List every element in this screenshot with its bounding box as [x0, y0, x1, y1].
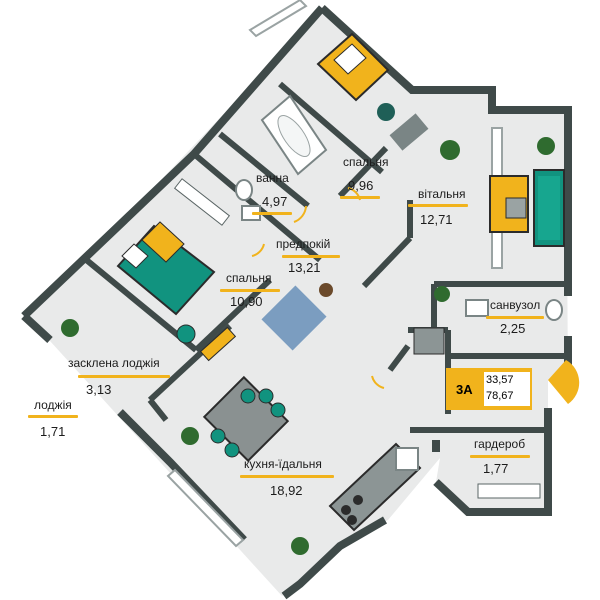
- coffee-table: [505, 197, 527, 219]
- bathtub: [260, 94, 328, 176]
- apartment-total-area: 78,67: [486, 390, 514, 402]
- room-wardrobe-area: 1,77: [483, 461, 509, 476]
- washer: [413, 327, 445, 355]
- underline-toilet: [486, 316, 544, 319]
- room-toilet-name: санвузол: [490, 298, 541, 312]
- underline-hallway: [282, 255, 340, 258]
- underline-kitchen: [240, 475, 334, 478]
- desk-top: [389, 113, 429, 151]
- room-bedroom-main-area: 10,90: [230, 294, 263, 309]
- apartment-number: 3А: [456, 382, 473, 397]
- underline-living: [408, 204, 468, 207]
- room-toilet-area: 2,25: [500, 321, 526, 336]
- dining-chairs: [210, 388, 286, 458]
- apartment-badge: 3А 33,57 78,67: [446, 368, 532, 410]
- room-hallway-area: 13,21: [288, 260, 321, 275]
- room-bedroom-top-area: 9,96: [348, 178, 374, 193]
- underline-bedroom-top: [340, 196, 380, 199]
- kitchen-sink: [395, 447, 419, 471]
- chair-top: [377, 103, 395, 121]
- room-glazed-loggia-name: засклена лоджія: [68, 356, 160, 370]
- room-bathroom-name: ванна: [256, 171, 289, 185]
- room-living-area: 12,71: [420, 212, 453, 227]
- bed-main: [116, 221, 216, 316]
- underline-bedroom-main: [220, 289, 280, 292]
- sofa: [533, 169, 565, 247]
- room-bedroom-top-name: спальня: [343, 155, 389, 169]
- pouf-main: [176, 324, 196, 344]
- room-living-name: вітальня: [418, 187, 466, 201]
- room-kitchen-name: кухня-їдальня: [244, 457, 322, 471]
- apartment-living-area: 33,57: [486, 374, 514, 386]
- room-wardrobe-name: гардероб: [474, 437, 526, 451]
- wardrobe-main: [173, 178, 231, 226]
- room-loggia-area: 1,71: [40, 424, 66, 439]
- toilet-wc: [545, 299, 563, 321]
- apartment-areas-box: 33,57 78,67: [484, 372, 530, 406]
- room-loggia-name: лоджія: [34, 398, 72, 412]
- wardrobe-shelf: [477, 483, 541, 499]
- underline-bathroom: [252, 212, 292, 215]
- plant-icons: [61, 137, 555, 555]
- room-glazed-loggia-area: 3,13: [86, 382, 112, 397]
- door-swings: [251, 187, 580, 404]
- loggia-cabinet: [199, 326, 237, 362]
- outer-walls: [21, 5, 572, 600]
- underline-glazed-loggia: [78, 375, 170, 378]
- room-bathroom-area: 4,97: [262, 194, 288, 209]
- sink-toilet: [465, 299, 489, 317]
- room-bedroom-main-name: спальня: [226, 271, 272, 285]
- room-kitchen-area: 18,92: [270, 483, 303, 498]
- toilet-bath: [235, 179, 253, 201]
- underline-loggia: [28, 415, 78, 418]
- entry-rug: [261, 285, 327, 351]
- room-hallway-name: предпокій: [276, 237, 331, 251]
- underline-wardrobe: [470, 455, 530, 458]
- bed-top: [316, 32, 390, 102]
